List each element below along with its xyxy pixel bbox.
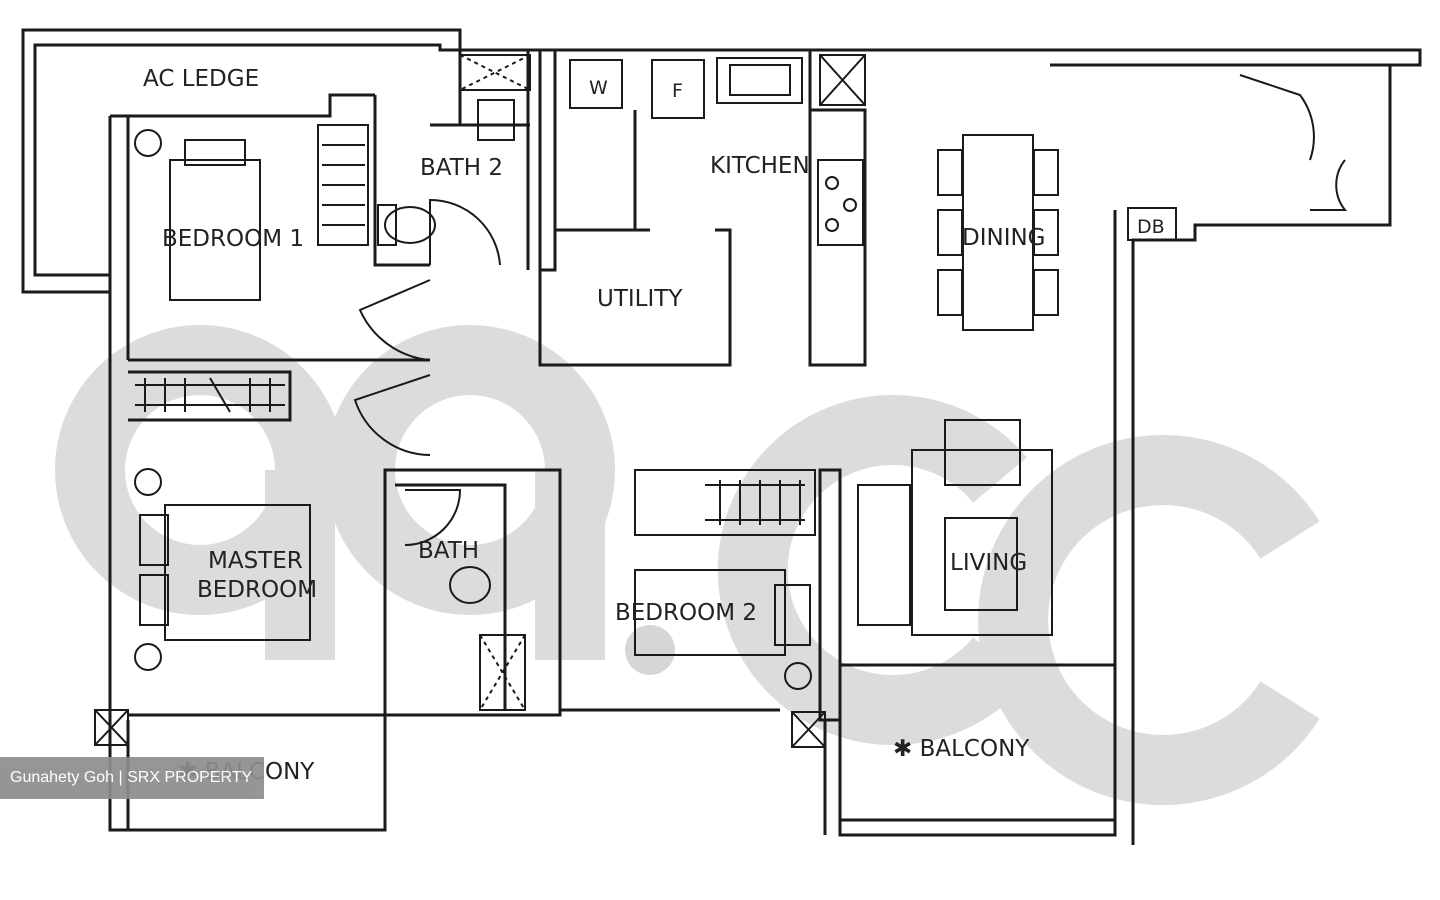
label-ac-ledge: AC LEDGE bbox=[143, 66, 259, 92]
wardrobe-2 bbox=[634, 469, 816, 536]
kitchen-box bbox=[819, 54, 866, 106]
shower-bath2 bbox=[459, 54, 531, 91]
furniture bbox=[94, 54, 1177, 748]
label-bedroom1: BEDROOM 1 bbox=[162, 226, 304, 252]
label-bath: BATH bbox=[418, 538, 479, 564]
label-db: DB bbox=[1137, 216, 1165, 238]
coffee-table bbox=[944, 517, 1018, 611]
bed-1 bbox=[169, 159, 261, 301]
label-kitchen: KITCHEN bbox=[710, 153, 810, 179]
bed-2 bbox=[634, 569, 786, 656]
shower-bath bbox=[479, 634, 526, 711]
label-master-line2: BEDROOM bbox=[197, 577, 317, 603]
room-labels: AC LEDGE BATH 2 KITCHEN BEDROOM 1 UTILIT… bbox=[143, 66, 1165, 785]
label-bath2: BATH 2 bbox=[420, 155, 503, 181]
wardrobe-1 bbox=[317, 124, 369, 246]
label-fridge: F bbox=[672, 80, 683, 102]
label-balcony-right: ✱ BALCONY bbox=[893, 736, 1030, 762]
toilet-bath bbox=[449, 566, 491, 604]
fridge bbox=[651, 59, 705, 119]
label-utility: UTILITY bbox=[597, 286, 683, 312]
kitchen-sink bbox=[716, 57, 803, 104]
label-master-line1: MASTER bbox=[208, 548, 303, 574]
db-box bbox=[1127, 207, 1177, 241]
outer-wall-top bbox=[460, 48, 1422, 67]
basin-bath2 bbox=[477, 99, 515, 141]
armchair bbox=[944, 419, 1021, 486]
bed-master bbox=[164, 504, 311, 641]
sofa bbox=[857, 484, 911, 626]
label-dining: DINING bbox=[962, 225, 1046, 251]
label-living: LIVING bbox=[950, 550, 1027, 576]
walls bbox=[21, 28, 1422, 845]
washer bbox=[569, 59, 623, 109]
hob bbox=[817, 159, 864, 246]
outer-wall-right bbox=[1131, 65, 1392, 845]
label-bedroom2: BEDROOM 2 bbox=[615, 600, 757, 626]
ac-ledge-outline bbox=[21, 28, 462, 294]
outer-wall-left bbox=[108, 116, 387, 832]
doors bbox=[353, 74, 1348, 546]
credit-banner: Gunahety Goh | SRX PROPERTY bbox=[0, 757, 264, 799]
toilet-bath2 bbox=[384, 206, 436, 244]
wardrobe-master bbox=[135, 384, 285, 406]
label-washer: W bbox=[589, 77, 608, 99]
living-rug bbox=[911, 449, 1053, 636]
